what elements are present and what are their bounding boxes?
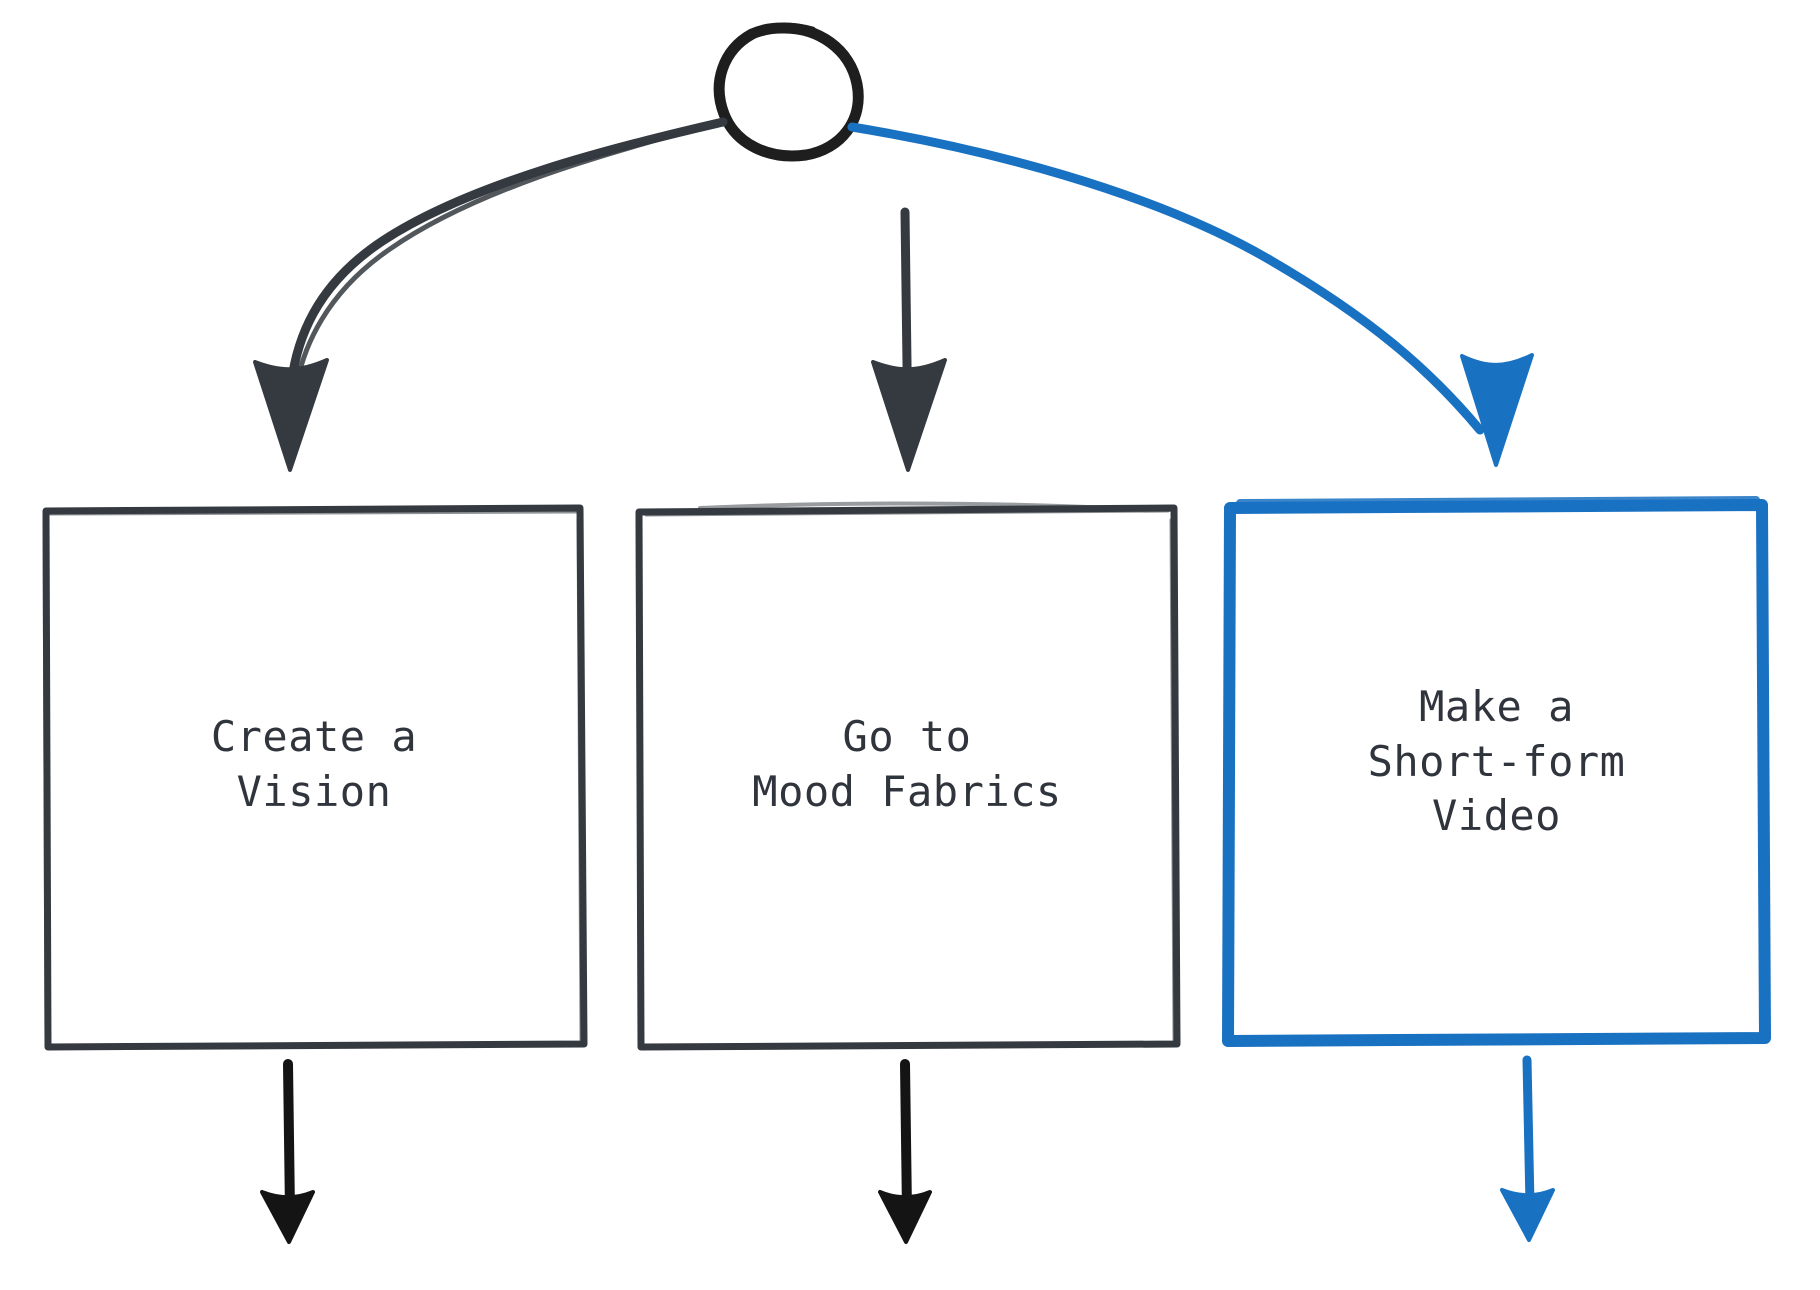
edge-mood-fabrics-out[interactable] xyxy=(878,1059,932,1244)
node-box-create-vision-sketch-overstroke xyxy=(42,510,583,1048)
edge-line-create-vision-out xyxy=(283,1059,295,1217)
node-box-mood-fabrics-outline xyxy=(635,504,1181,1051)
node-box-mood-fabrics-top-sketch xyxy=(698,501,1112,510)
node-box-create-vision-outline xyxy=(42,504,588,1051)
node-box-short-form-video[interactable] xyxy=(1222,496,1771,1047)
edge-line-short-form-video-out xyxy=(1522,1055,1535,1210)
edge-line-start-to-short-form-video xyxy=(847,122,1485,435)
node-box-create-vision[interactable] xyxy=(42,504,588,1051)
arrowhead-short-form-video-out xyxy=(1500,1188,1555,1242)
arrowhead-create-vision xyxy=(253,358,329,472)
node-box-short-form-video-sketch-overstroke xyxy=(1236,496,1760,507)
edge-start-to-create-vision[interactable] xyxy=(253,117,728,472)
arrowhead-short-form-video xyxy=(1460,353,1534,467)
arrowhead-mood-fabrics-out xyxy=(878,1190,932,1244)
node-box-short-form-video-outline xyxy=(1222,499,1771,1047)
arrowhead-create-vision-out xyxy=(260,1190,315,1244)
edge-start-to-mood-fabrics[interactable] xyxy=(871,207,947,472)
node-box-mood-fabrics-sketch-overstroke xyxy=(635,509,1176,1049)
arrowhead-mood-fabrics xyxy=(871,358,947,472)
start-circle-node[interactable] xyxy=(713,22,864,162)
edge-short-form-video-out[interactable] xyxy=(1500,1055,1555,1242)
edge-line-start-to-create-vision-sketch xyxy=(291,125,703,405)
start-circle-sketch-overstroke xyxy=(755,22,817,36)
start-circle-outline xyxy=(713,22,864,162)
edge-create-vision-out[interactable] xyxy=(260,1059,315,1244)
node-box-mood-fabrics[interactable] xyxy=(635,501,1181,1051)
edge-line-start-to-create-vision xyxy=(285,117,728,405)
edge-start-to-short-form-video[interactable] xyxy=(847,122,1534,467)
edge-line-mood-fabrics-out xyxy=(900,1059,912,1217)
